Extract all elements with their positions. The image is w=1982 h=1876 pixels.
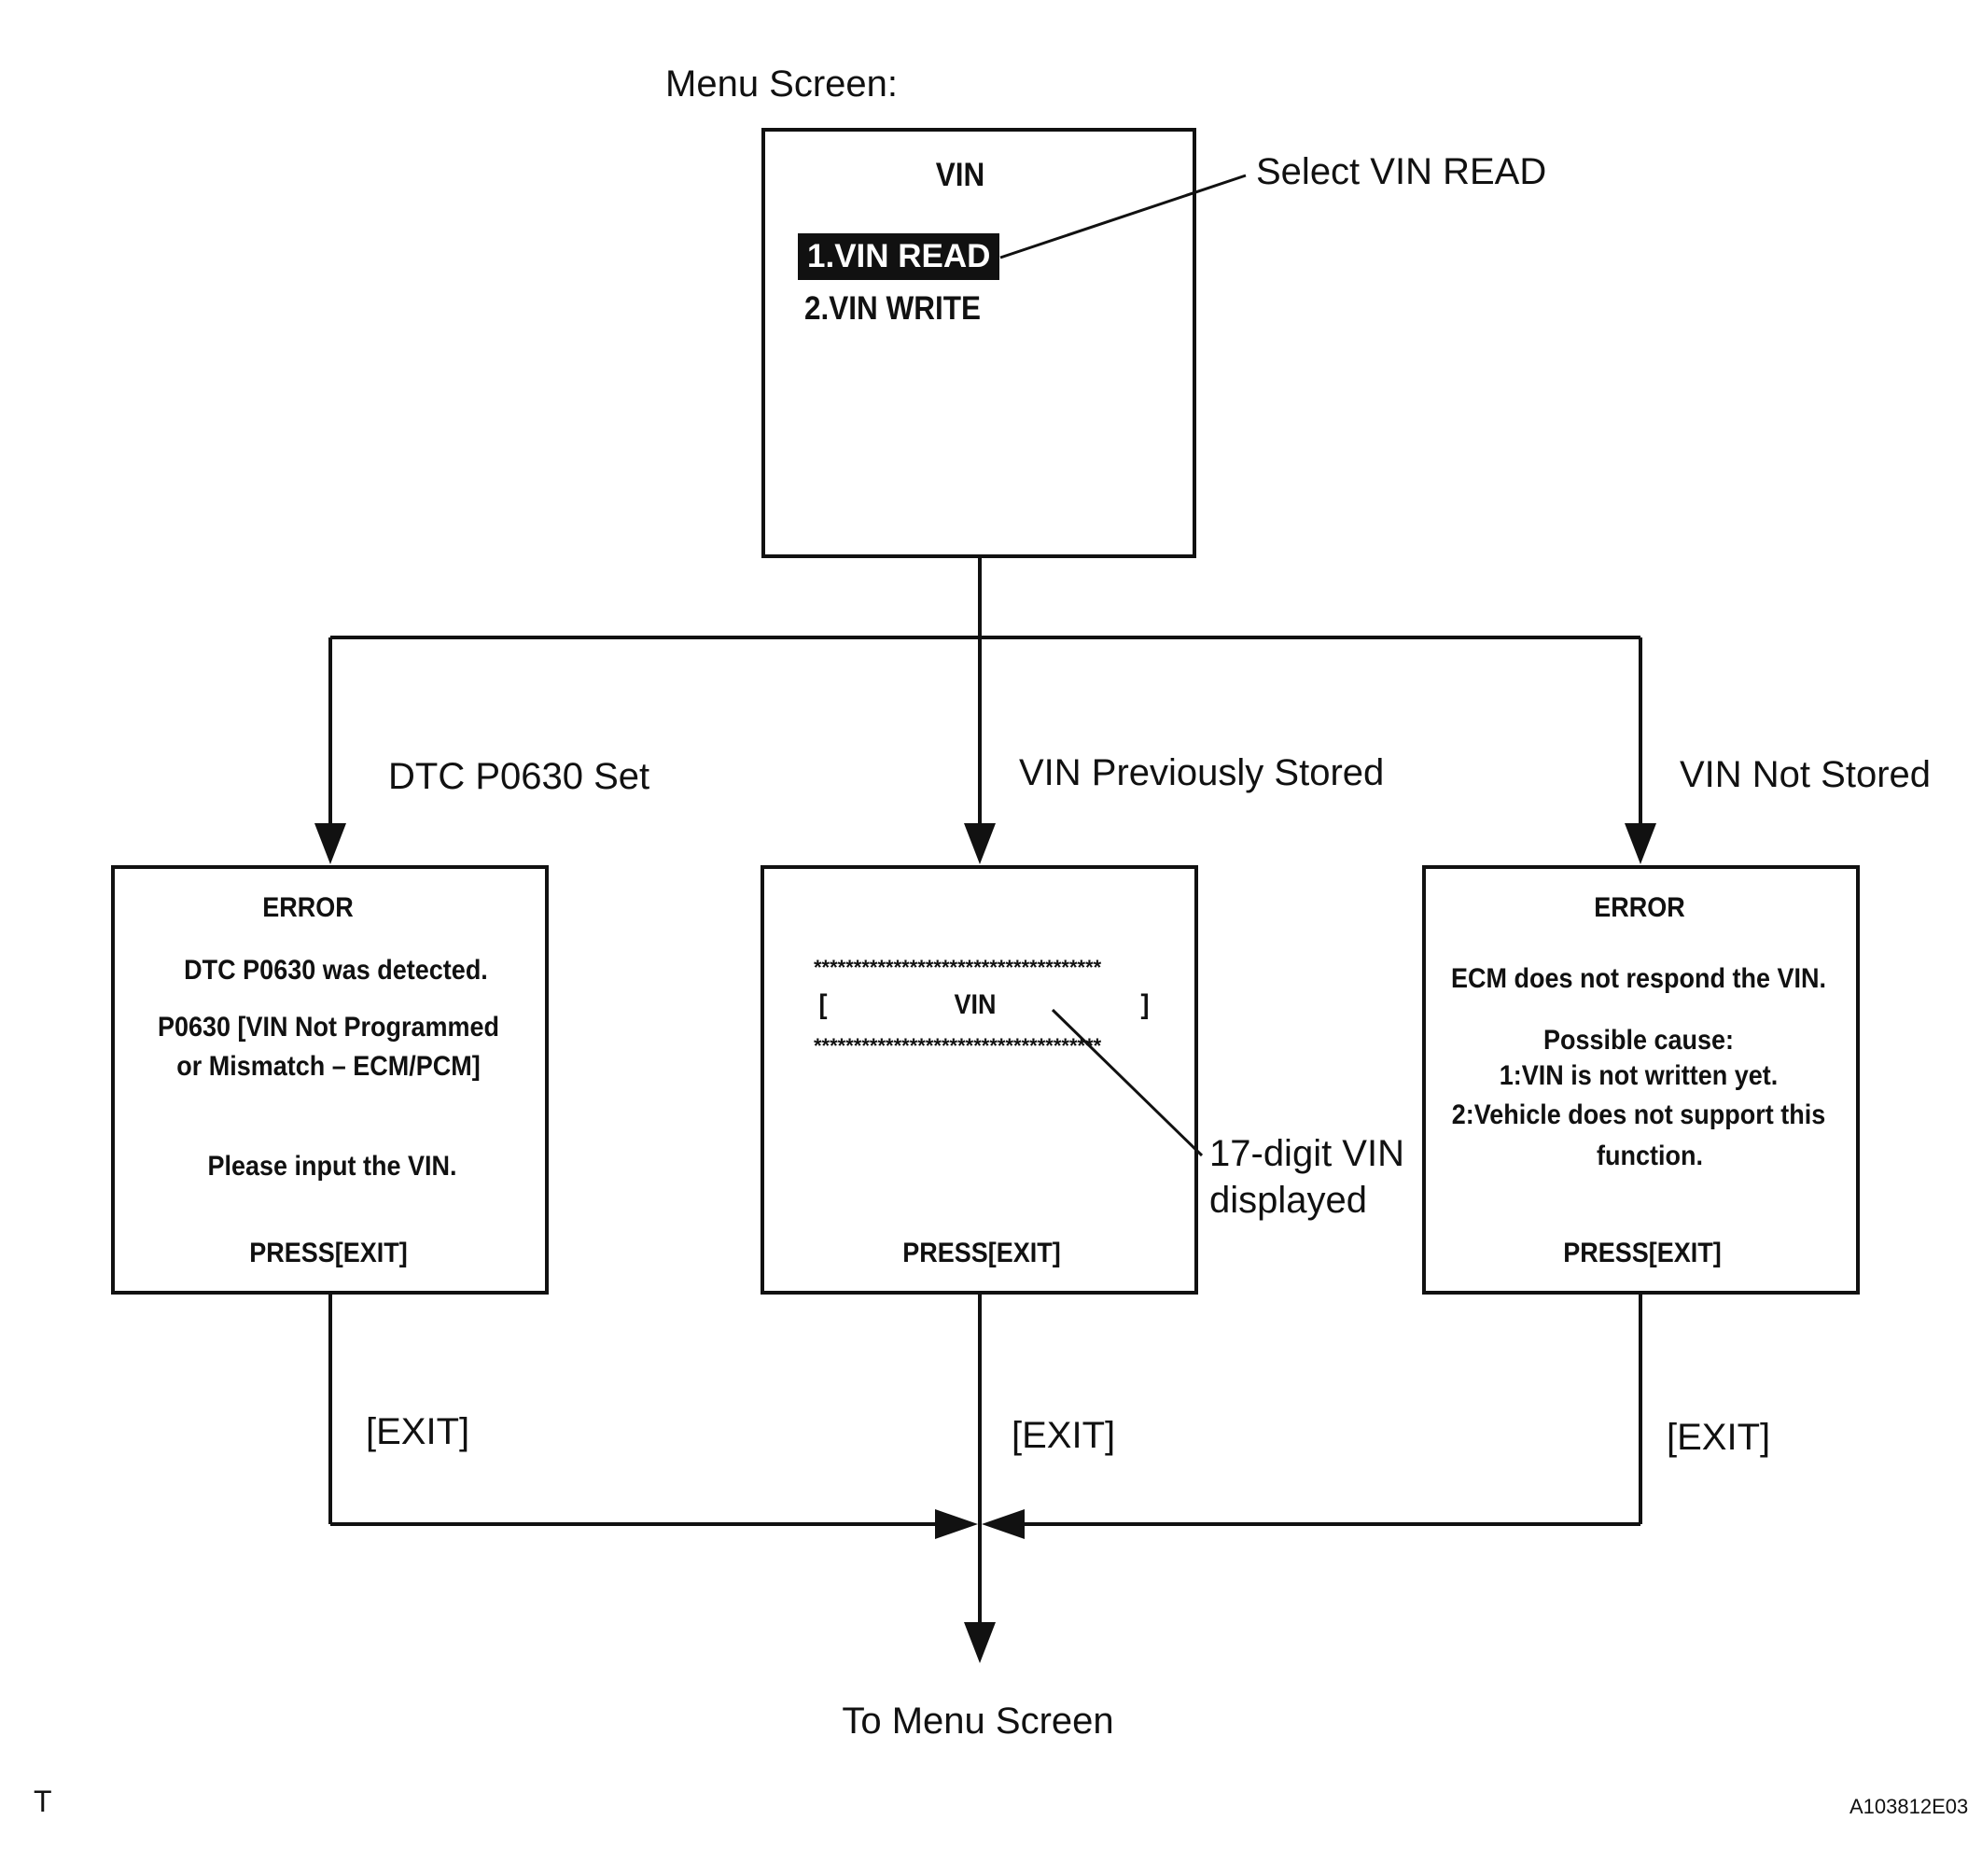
dtc-error-line2: P0630 [VIN Not Programmed <box>157 1012 500 1043</box>
menu-item-vin-read[interactable]: 1.VIN READ <box>798 233 1000 280</box>
dtc-error-line4: Please input the VIN. <box>207 1151 457 1182</box>
not-stored-line2: Possible cause: <box>1542 1025 1735 1056</box>
not-stored-line1: ECM does not respond the VIN. <box>1450 963 1827 994</box>
not-stored-line3: 1:VIN is not written yet. <box>1499 1060 1779 1091</box>
vin-callout-line1: 17-digit VIN <box>1209 1133 1404 1174</box>
menu-screen-box <box>761 128 1196 558</box>
vin-bracket-close: ] <box>1140 989 1150 1020</box>
menu-title: VIN <box>935 157 985 193</box>
not-stored-footer: PRESS[EXIT] <box>1563 1238 1722 1268</box>
vin-callout-leader <box>1051 1008 1204 1157</box>
vin-display-screen <box>761 865 1198 1295</box>
figure-id: A103812E03 <box>1849 1795 1969 1818</box>
arrow-merge-right <box>982 1509 1025 1539</box>
to-menu-screen-label: To Menu Screen <box>842 1701 1114 1742</box>
arrow-down-center <box>964 823 996 864</box>
branch-label-stored: VIN Previously Stored <box>1019 752 1385 793</box>
not-stored-error-title: ERROR <box>1594 892 1685 923</box>
branch-label-not-stored: VIN Not Stored <box>1680 754 1932 795</box>
arrow-merge-left <box>935 1509 978 1539</box>
vin-bracket-open: [ <box>818 989 828 1020</box>
vin-callout-line2: displayed <box>1209 1180 1368 1221</box>
not-stored-error-screen <box>1422 865 1860 1295</box>
arrow-down-right <box>1625 823 1656 864</box>
vin-stars-bottom: ************************************ <box>814 1034 1102 1057</box>
vin-placeholder: VIN <box>954 989 997 1020</box>
not-stored-line4: 2:Vehicle does not support this <box>1451 1099 1826 1130</box>
exit-label-right: [EXIT] <box>1667 1417 1771 1458</box>
not-stored-line5: function. <box>1597 1141 1703 1171</box>
exit-label-left: [EXIT] <box>366 1411 470 1452</box>
menu-screen-label: Menu Screen: <box>665 63 899 105</box>
arrow-down-left <box>314 823 346 864</box>
corner-mark: T <box>34 1785 52 1818</box>
arrow-to-menu <box>964 1622 996 1663</box>
dtc-error-line3: or Mismatch – ECM/PCM] <box>176 1051 481 1082</box>
select-callout: Select VIN READ <box>1256 151 1547 192</box>
exit-label-center: [EXIT] <box>1012 1415 1116 1456</box>
select-callout-leader <box>999 174 1247 259</box>
menu-item-vin-write[interactable]: 2.VIN WRITE <box>804 290 982 327</box>
dtc-error-screen <box>111 865 549 1295</box>
dtc-error-footer: PRESS[EXIT] <box>249 1238 408 1268</box>
dtc-error-title: ERROR <box>262 892 354 923</box>
vin-stars-top: ************************************ <box>814 956 1102 979</box>
branch-label-dtc: DTC P0630 Set <box>388 756 650 797</box>
vin-screen-footer: PRESS[EXIT] <box>902 1238 1061 1268</box>
dtc-error-line1: DTC P0630 was detected. <box>184 955 488 986</box>
